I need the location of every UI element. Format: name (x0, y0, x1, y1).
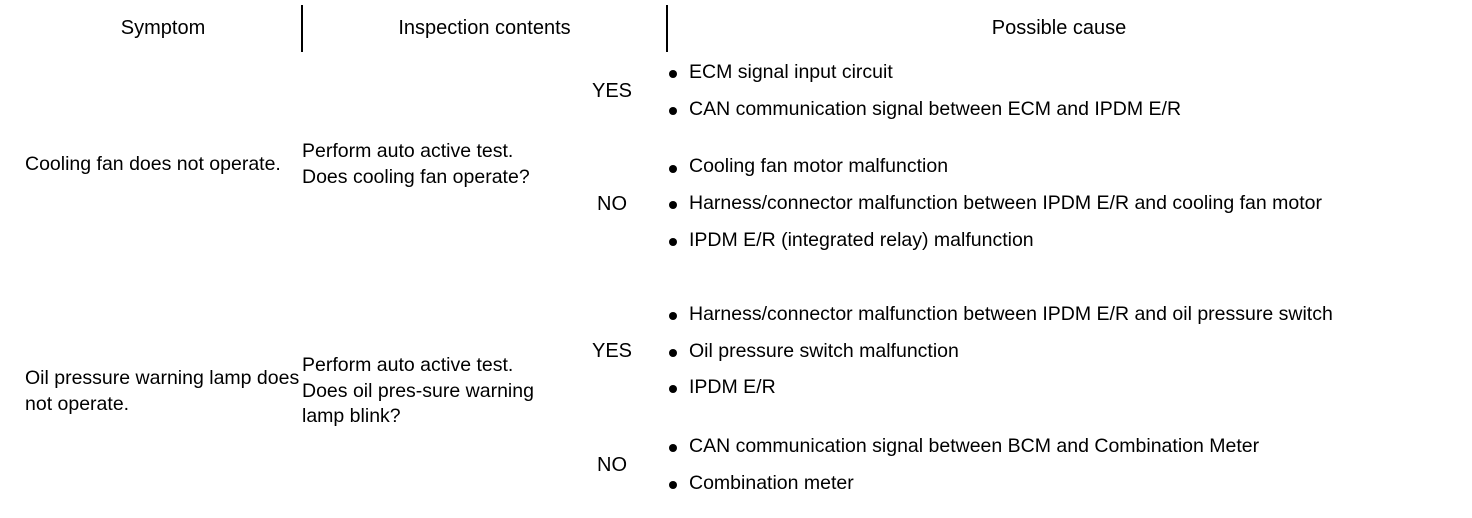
cause-text: IPDM E/R (689, 376, 776, 399)
table-row: Oil pressure warning lamp does not opera… (25, 278, 1450, 427)
list-item: CAN communication signal between BCM and… (667, 434, 1450, 460)
cause-list: CAN communication signal between BCM and… (667, 434, 1450, 496)
list-item: ECM signal input circuit (667, 60, 1450, 86)
cause-list: ECM signal input circuit CAN communicati… (667, 60, 1450, 122)
bullet-icon (669, 480, 677, 489)
answer-cell-yes: YES (591, 79, 633, 102)
table-header: Symptom Inspection contents Possible cau… (25, 5, 1450, 52)
list-item: CAN communication signal between ECM and… (667, 97, 1450, 123)
bullet-icon (669, 443, 677, 452)
inspection-cell-cooling-fan: Perform auto active test. Does cooling f… (302, 140, 530, 188)
answer-cell-yes: YES (591, 340, 633, 363)
bullet-icon (669, 106, 677, 115)
cause-cell-cooling-fan-no: Cooling fan motor malfunction Harness/co… (667, 130, 1450, 278)
list-item: IPDM E/R (667, 375, 1450, 401)
bullet-icon (669, 237, 677, 246)
cause-text: IPDM E/R (integrated relay) malfunction (689, 228, 1034, 251)
list-item: Oil pressure switch malfunction (667, 339, 1450, 365)
cause-text: Combination meter (689, 471, 854, 494)
column-header-symptom: Symptom (120, 17, 206, 40)
cause-text: Harness/connector malfunction between IP… (689, 192, 1322, 215)
cause-list: Cooling fan motor malfunction Harness/co… (667, 154, 1450, 253)
list-item: Cooling fan motor malfunction (667, 154, 1450, 180)
cause-text: Cooling fan motor malfunction (689, 155, 949, 178)
bullet-icon (669, 69, 677, 78)
bullet-icon (669, 201, 677, 210)
cause-text: CAN communication signal between ECM and… (689, 97, 1182, 120)
list-item: IPDM E/R (integrated relay) malfunction (667, 228, 1450, 254)
cause-text: ECM signal input circuit (689, 60, 893, 83)
answer-cell-no: NO (597, 192, 627, 215)
table-row: NO Cooling fan motor malfunction Harness… (25, 130, 1450, 278)
cause-text: Oil pressure switch malfunction (689, 339, 959, 362)
cause-list: Harness/connector malfunction between IP… (667, 302, 1450, 401)
cause-cell-oil-pressure-no: CAN communication signal between BCM and… (667, 425, 1450, 505)
list-item: Harness/connector malfunction between IP… (667, 302, 1450, 328)
table-row: Cooling fan does not operate. Perform au… (25, 52, 1450, 188)
answer-cell-no: NO (597, 453, 627, 476)
symptom-cell-oil-pressure: Oil pressure warning lamp does not opera… (25, 366, 300, 415)
symptom-cell-cooling-fan: Cooling fan does not operate. (25, 153, 281, 176)
bullet-icon (669, 164, 677, 173)
bullet-icon (669, 385, 677, 394)
inspection-cell-oil-pressure: Perform auto active test. Does oil pres-… (302, 353, 534, 428)
cause-cell-oil-pressure-yes: Harness/connector malfunction between IP… (667, 278, 1450, 425)
list-item: Harness/connector malfunction between IP… (667, 191, 1450, 217)
bullet-icon (669, 348, 677, 357)
symptom-diagnosis-table: Symptom Inspection contents Possible cau… (25, 5, 1450, 505)
bullet-icon (669, 312, 677, 321)
cause-text: CAN communication signal between BCM and… (689, 434, 1260, 457)
table-body: Cooling fan does not operate. Perform au… (25, 52, 1450, 505)
column-header-inspection-contents: Inspection contents (301, 5, 667, 52)
cause-cell-cooling-fan-yes: ECM signal input circuit CAN communicati… (667, 52, 1450, 130)
header-row: Symptom Inspection contents Possible cau… (25, 5, 1450, 52)
list-item: Combination meter (667, 471, 1450, 497)
column-header-possible-cause: Possible cause (666, 5, 1450, 52)
cause-text: Harness/connector malfunction between IP… (689, 302, 1333, 325)
table-row: NO CAN communication signal between BCM … (25, 425, 1450, 505)
